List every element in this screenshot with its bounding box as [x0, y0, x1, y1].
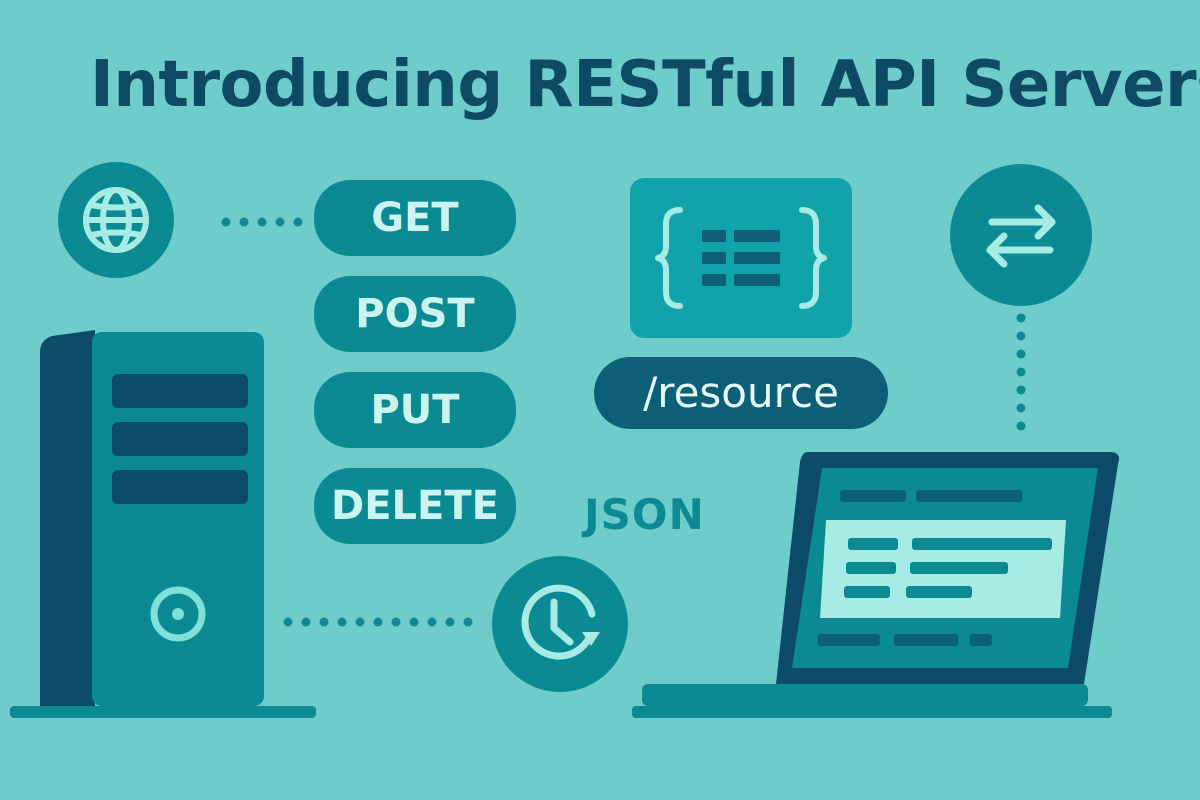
json-braces-icon	[655, 207, 827, 309]
method-delete-pill: DELETE	[314, 468, 516, 544]
exchange-badge	[950, 164, 1092, 306]
page-title: Introducing RESTful API Servers	[90, 48, 1200, 122]
method-get-pill: GET	[314, 180, 516, 256]
method-post-pill: POST	[314, 276, 516, 352]
resource-path-pill: /resource	[594, 357, 888, 429]
json-format-label: JSON	[584, 490, 705, 539]
globe-icon	[83, 187, 149, 253]
exchange-arrows-icon	[986, 204, 1056, 268]
json-document-card	[630, 178, 852, 338]
globe-badge	[58, 162, 174, 278]
clock-refresh-icon	[521, 584, 600, 660]
method-put-pill: PUT	[314, 372, 516, 448]
clock-badge	[492, 556, 628, 692]
